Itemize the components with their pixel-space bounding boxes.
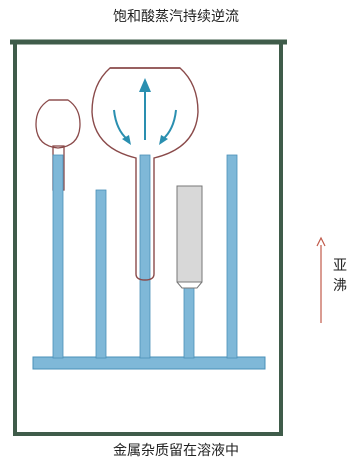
side-caption: 亚沸 <box>333 258 347 294</box>
grey-tube <box>176 185 203 289</box>
side-up-arrow <box>316 236 326 323</box>
vapor-up-arrow <box>139 78 151 140</box>
base-plate <box>32 356 266 370</box>
bottom-caption: 金属杂质留在溶液中 <box>113 443 239 459</box>
rod-3 <box>139 154 151 359</box>
rod-5 <box>226 154 238 359</box>
top-caption: 饱和酸蒸汽持续逆流 <box>113 9 239 25</box>
rod-1 <box>52 154 64 359</box>
vapor-curve-left <box>113 109 131 145</box>
vapor-curve-right <box>159 109 177 145</box>
large-flask <box>91 67 199 281</box>
rod-2 <box>95 189 107 359</box>
rod-4 <box>183 287 195 359</box>
